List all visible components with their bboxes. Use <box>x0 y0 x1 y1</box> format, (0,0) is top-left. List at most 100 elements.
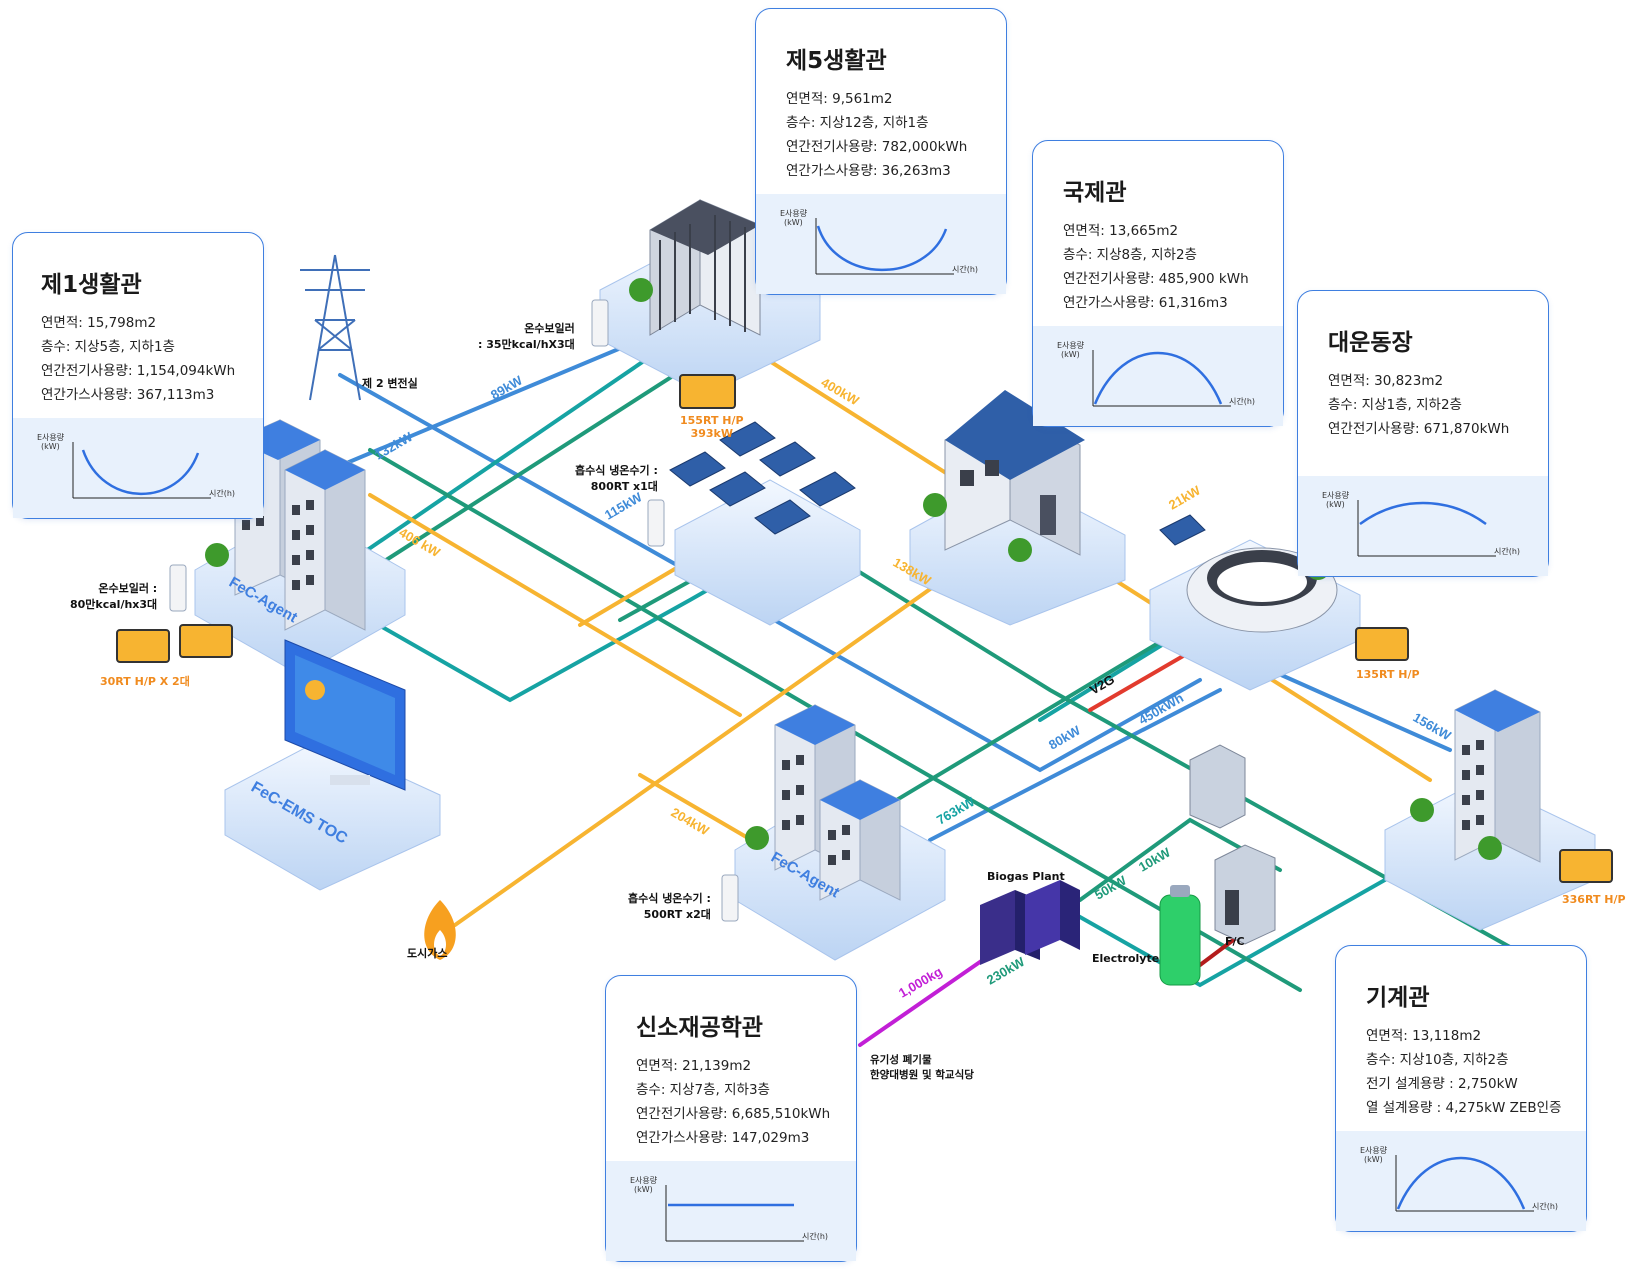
card-plot <box>1298 476 1548 576</box>
svg-text:(kW): (kW) <box>1061 350 1080 359</box>
boiler-chiller-icons <box>169 299 739 922</box>
biogas-label: Biogas Plant <box>987 870 1065 883</box>
card-line: 연간전기사용량: 782,000kWh <box>786 139 968 155</box>
base-solar <box>674 479 861 626</box>
absorb800-label: 흡수식 냉온수기 : 800RT x1대 <box>575 464 658 493</box>
line-green-2 <box>353 363 692 582</box>
card-title: 대운동장 <box>1328 330 1413 356</box>
line-blue-substation <box>338 373 1202 773</box>
card-line: 연간전기사용량: 671,870kWh <box>1328 421 1510 437</box>
line-magenta-waste <box>858 953 992 1047</box>
card-line: 연면적: 13,665m2 <box>1063 223 1179 239</box>
card-line: 연간전기사용량: 485,900 kWh <box>1063 271 1249 287</box>
svg-text:(kW): (kW) <box>784 218 803 227</box>
organic-waste-label: 유기성 폐기물 한양대병원 및 학교식당 <box>870 1054 974 1081</box>
card-line: 연간가스사용량: 367,113m3 <box>41 387 215 403</box>
boiler80-label: 온수보일러 : 80만kcal/hx3대 <box>70 582 158 611</box>
ems-monitor-icon <box>284 639 406 791</box>
card-title: 국제관 <box>1063 180 1127 206</box>
card-plot <box>13 418 263 518</box>
card-intl: 국제관 연면적: 13,665m2 층수: 지상8층, 지하2층 연간전기사용량… <box>1032 140 1284 427</box>
fc-label: F/C <box>1225 935 1245 948</box>
biogas-plant-icon <box>980 880 1080 965</box>
city-gas-flame-icon <box>424 900 456 960</box>
flow-115kw: 115kW <box>602 489 645 523</box>
card-line: 연간가스사용량: 147,029m3 <box>636 1130 810 1146</box>
line-blue-b1-b5 <box>328 338 642 472</box>
card-line: 연간가스사용량: 61,316m3 <box>1063 295 1228 311</box>
b1-building-icon <box>234 419 366 631</box>
svg-text:시간(h): 시간(h) <box>1532 1201 1558 1211</box>
svg-text:E사용량: E사용량 <box>630 1175 658 1185</box>
svg-text:시간(h): 시간(h) <box>802 1231 828 1241</box>
flow-204kw: 204kW <box>669 805 713 839</box>
card-line: 연면적: 30,823m2 <box>1328 373 1444 389</box>
card-line: 층수: 지상5층, 지하1층 <box>41 339 175 355</box>
svg-text:시간(h): 시간(h) <box>952 264 978 274</box>
card-line: 연면적: 21,139m2 <box>636 1058 752 1074</box>
card-title: 신소재공학관 <box>636 1015 763 1041</box>
line-orange-1 <box>368 493 742 717</box>
svg-text:E사용량: E사용량 <box>37 432 65 442</box>
card-b5: 제5생활관 연면적: 9,561m2 층수: 지상12층, 지하1층 연간전기사… <box>755 8 1007 295</box>
solar-panels-icon <box>669 421 1206 546</box>
electrolyte-label: Electrolyte <box>1092 952 1160 965</box>
usage-curve: E사용량(kW) 시간(h) <box>1057 340 1255 407</box>
card-line: 연간전기사용량: 1,154,094kWh <box>41 363 236 379</box>
card-mech: 기계관 연면적: 13,118m2 층수: 지상10층, 지하2층 전기 설계용… <box>1335 945 1587 1232</box>
card-line: 전기 설계용량 : 2,750kW <box>1366 1076 1518 1092</box>
line-orange-4 <box>578 558 692 627</box>
card-line: 연면적: 15,798m2 <box>41 315 157 331</box>
substation-label: 제 2 변전실 <box>362 377 418 390</box>
mech-building-icon <box>1454 689 1541 863</box>
line-orange-5 <box>638 773 762 847</box>
heat-pump-icons <box>116 374 1613 883</box>
line-teal-3 <box>1048 858 1422 988</box>
card-line: 층수: 지상10층, 지하2층 <box>1366 1052 1509 1068</box>
card-line: 층수: 지상8층, 지하2층 <box>1063 247 1197 263</box>
svg-text:시간(h): 시간(h) <box>1494 546 1520 556</box>
flow-156kw: 156kW <box>1411 710 1455 744</box>
hp30-label: 30RT H/P X 2대 <box>100 675 190 688</box>
usage-curve: E사용량(kW) 시간(h) <box>37 432 235 499</box>
card-title: 제1생활관 <box>41 272 142 298</box>
absorb500-label: 흡수식 냉온수기 : 500RT x2대 <box>628 892 711 921</box>
card-title: 기계관 <box>1366 985 1430 1011</box>
flow-400kw: 400kW <box>819 375 863 409</box>
svg-text:E사용량: E사용량 <box>1360 1145 1388 1155</box>
flow-89kw: 89kW <box>488 372 526 402</box>
card-line: 연면적: 13,118m2 <box>1366 1028 1482 1044</box>
card-plot <box>756 194 1006 294</box>
card-line: 층수: 지상12층, 지하1층 <box>786 115 929 131</box>
usage-curve: E사용량(kW) 시간(h) <box>630 1175 828 1242</box>
svg-text:(kW): (kW) <box>41 442 60 451</box>
svg-text:E사용량: E사용량 <box>1057 340 1085 350</box>
fuel-cell-icon <box>1189 744 1276 945</box>
battery-electrolyte-icon <box>1159 885 1201 986</box>
line-blue-stadium-mech <box>1268 668 1452 752</box>
transmission-tower-icon <box>300 254 370 401</box>
card-line: 연면적: 9,561m2 <box>786 91 893 107</box>
flow-763kw: 763kW <box>934 794 978 828</box>
citygas-label: 도시가스 <box>407 947 448 960</box>
usage-curve: E사용량(kW) 시간(h) <box>1322 490 1520 557</box>
material-building-icon <box>774 704 901 901</box>
svg-text:(kW): (kW) <box>634 1185 653 1194</box>
flow-10kw: 10kW <box>1136 844 1174 874</box>
flow-1000kg: 1,000kg <box>896 964 945 1001</box>
card-stadium: 대운동장 연면적: 30,823m2 층수: 지상1층, 지하2층 연간전기사용… <box>1297 290 1549 577</box>
card-line: 층수: 지상1층, 지하2층 <box>1328 397 1462 413</box>
hp155-label: 155RT H/P 393kW <box>680 414 744 440</box>
line-blue-material <box>928 688 1222 842</box>
svg-text:(kW): (kW) <box>1326 500 1345 509</box>
hp135-label: 135RT H/P <box>1356 668 1420 681</box>
usage-curve: E사용량(kW) 시간(h) <box>780 208 978 275</box>
svg-text:(kW): (kW) <box>1364 1155 1383 1164</box>
boiler35-label: 온수보일러 : 35만kcal/hX3대 <box>478 322 575 351</box>
line-red-fc <box>1198 933 1242 967</box>
svg-text:E사용량: E사용량 <box>780 208 808 218</box>
card-line: 연간전기사용량: 6,685,510kWh <box>636 1106 831 1122</box>
card-material: 신소재공학관 연면적: 21,139m2 층수: 지상7층, 지하3층 연간전기… <box>605 975 857 1262</box>
card-plot <box>1336 1131 1586 1231</box>
